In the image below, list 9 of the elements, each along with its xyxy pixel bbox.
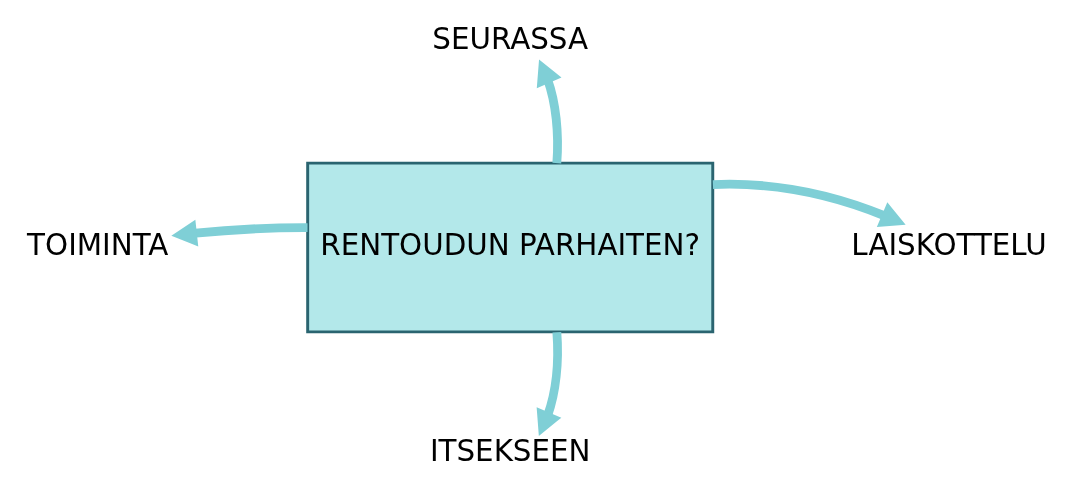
node-text: SEURASSA xyxy=(432,21,589,56)
arrow xyxy=(536,59,562,164)
arrow xyxy=(536,331,562,436)
node-box: RENTOUDUN PARHAITEN? xyxy=(306,161,715,334)
node-text: TOIMINTA xyxy=(27,227,169,262)
arrow xyxy=(712,179,906,228)
arrow xyxy=(171,219,308,247)
node-text: LAISKOTTELU xyxy=(851,227,1047,262)
node-text: ITSEKSEEN xyxy=(429,434,591,469)
